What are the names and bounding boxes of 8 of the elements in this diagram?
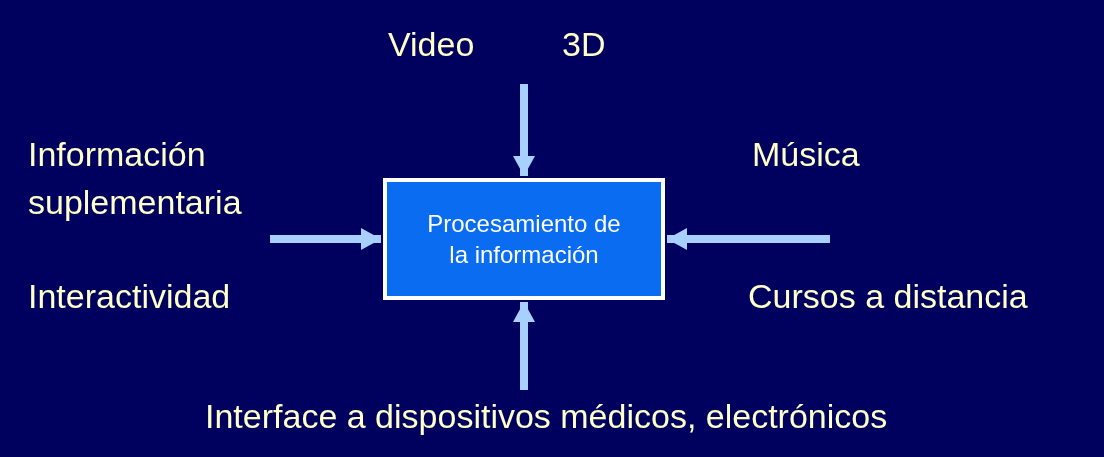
input-label: Música (752, 134, 861, 175)
input-label: Cursos a distancia (748, 276, 1029, 317)
input-label: Interactividad (28, 276, 232, 317)
input-label: Video (388, 24, 476, 65)
input-label: Información suplementaria (28, 134, 243, 223)
input-label: 3D (562, 24, 607, 65)
process-box: Procesamiento de la información (383, 178, 665, 300)
input-label: Interface a dispositivos médicos, electrónicos (205, 392, 1075, 440)
